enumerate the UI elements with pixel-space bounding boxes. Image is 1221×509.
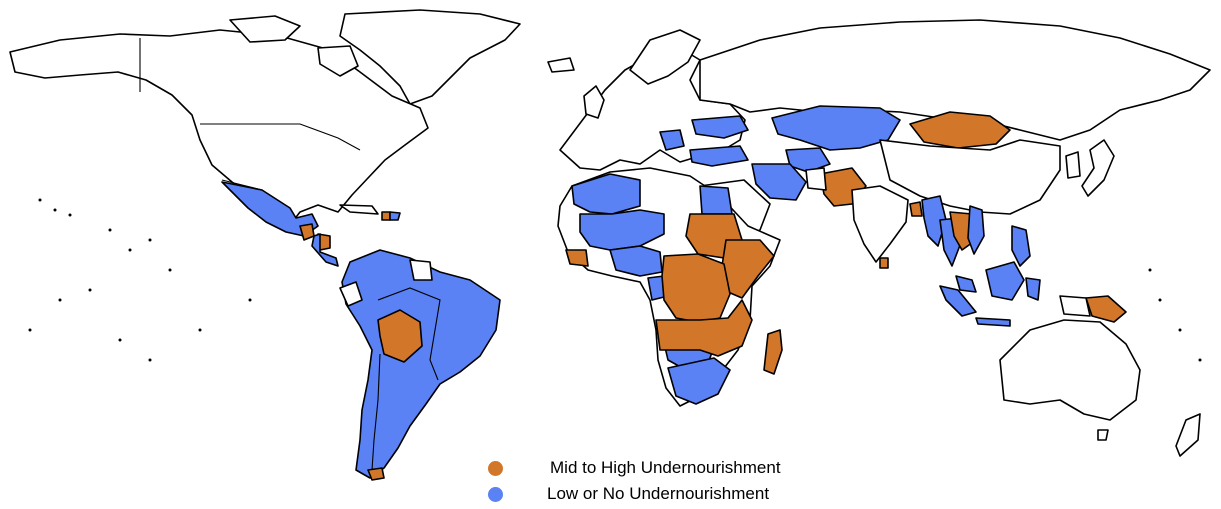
legend-label-low-none: Low or No Undernourishment <box>547 484 770 503</box>
new-zealand <box>1175 413 1201 457</box>
ecuador <box>339 281 363 307</box>
kazakhstan <box>771 105 901 151</box>
north-america <box>9 29 429 226</box>
pacific-islets <box>28 198 1202 362</box>
mali-niger <box>579 209 665 251</box>
legend-item-mid-high: Mid to High Undernourishment <box>480 456 781 480</box>
sulawesi <box>1025 277 1041 301</box>
guyana <box>409 259 433 281</box>
border-chile <box>371 353 381 471</box>
sierra-leone <box>565 249 589 267</box>
guatemala <box>299 223 315 241</box>
tasmania <box>1097 429 1109 441</box>
cuba <box>339 204 379 215</box>
malaysia <box>955 275 977 293</box>
iceland <box>547 57 575 73</box>
mongolia <box>909 111 1011 149</box>
orange-dot-icon <box>488 460 503 476</box>
balkans <box>659 129 685 151</box>
blue-dot-icon <box>488 486 503 502</box>
tierra-del-fuego <box>367 467 385 481</box>
greenland <box>339 9 521 105</box>
afghanistan <box>805 167 827 191</box>
haiti <box>381 211 391 221</box>
british-isles <box>583 85 605 119</box>
central-america <box>311 233 339 267</box>
south-africa <box>667 357 731 405</box>
sri-lanka <box>879 257 889 269</box>
madagascar <box>763 329 783 375</box>
vietnam <box>967 205 985 255</box>
korea <box>1065 151 1081 179</box>
arctic-islands <box>229 15 301 43</box>
bolivia <box>377 309 423 363</box>
south-america <box>341 249 501 479</box>
central-africa <box>661 253 731 323</box>
egypt <box>699 185 733 215</box>
japan <box>1081 139 1115 197</box>
myanmar <box>921 195 947 247</box>
border-canada-usa <box>200 123 361 151</box>
map-legend: Mid to High Undernourishment Low or No U… <box>480 456 860 506</box>
papua-new-guinea <box>1085 295 1127 323</box>
legend-item-low-none: Low or No Undernourishment <box>480 482 769 506</box>
ukraine <box>691 115 749 139</box>
new-guinea-west <box>1059 295 1091 317</box>
java <box>975 317 1011 327</box>
australia <box>999 319 1141 421</box>
border-brazil <box>377 287 441 381</box>
angola-zambia <box>655 299 753 357</box>
morocco-algeria <box>571 173 641 215</box>
bangladesh <box>909 201 923 217</box>
china <box>879 139 1061 215</box>
turkey <box>689 145 749 167</box>
scandinavia <box>629 29 701 85</box>
india <box>851 185 909 263</box>
borneo <box>985 261 1025 301</box>
philippines <box>1011 225 1031 267</box>
sumatra <box>939 285 977 317</box>
iran <box>751 163 807 201</box>
europe <box>559 47 746 171</box>
dominican-republic <box>389 211 401 221</box>
baffin-island <box>317 45 359 77</box>
legend-label-mid-high: Mid to High Undernourishment <box>550 458 781 477</box>
